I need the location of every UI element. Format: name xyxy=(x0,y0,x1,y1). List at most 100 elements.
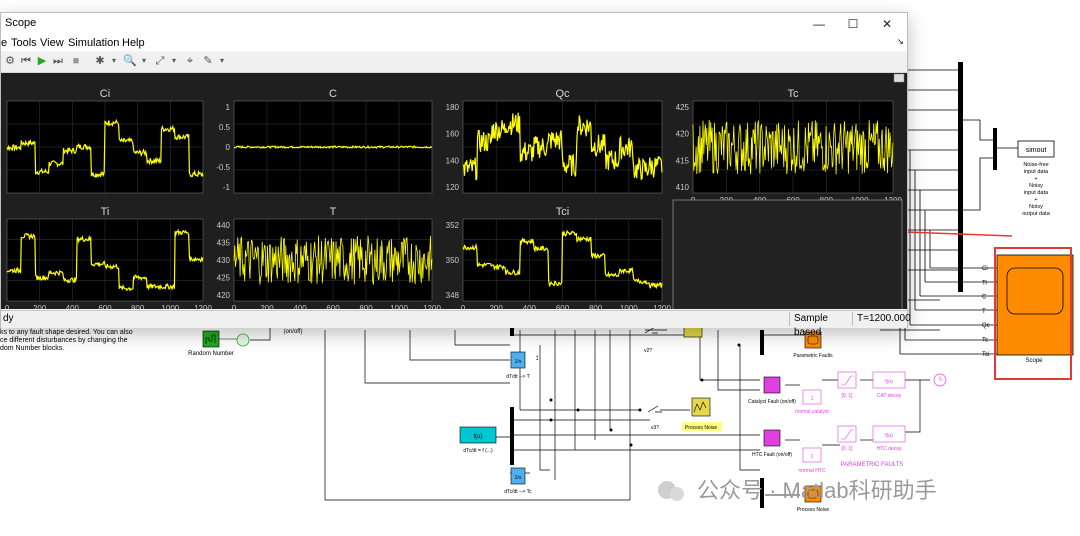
menu-file[interactable]: e xyxy=(1,37,8,49)
plot-empty-panel[interactable] xyxy=(672,199,903,319)
settings-icon[interactable]: ⚙ xyxy=(5,55,15,67)
edit-icon[interactable]: ✎ xyxy=(203,55,213,67)
maximize-button[interactable]: ☐ xyxy=(847,17,859,31)
mux-bar-main[interactable] xyxy=(958,62,963,292)
scope-window[interactable]: Scope — ☐ ✕ e Tools View Simulation Help… xyxy=(0,12,911,338)
scope-highlight xyxy=(994,247,1072,380)
noise-desc-line: input data xyxy=(1024,190,1049,196)
integrator-T[interactable] xyxy=(510,351,526,369)
scope-port-label: C xyxy=(982,295,987,301)
svg-text:v3?: v3? xyxy=(651,425,659,431)
switch-v3[interactable] xyxy=(647,405,662,413)
htc-decay-fu[interactable] xyxy=(872,425,906,443)
step-back-icon[interactable]: ⏮ xyxy=(21,55,31,67)
x-tick-label: 1200 xyxy=(423,304,441,309)
y-tick-label: 348 xyxy=(446,291,460,300)
svg-text:v2?: v2? xyxy=(644,348,652,354)
cat-decay-fu[interactable] xyxy=(872,371,906,389)
plot-title-tc: Tc xyxy=(788,88,800,100)
normal-htc-const[interactable] xyxy=(802,447,822,463)
y-tick-label: 425 xyxy=(217,274,231,283)
saturation-cat[interactable] xyxy=(837,371,857,389)
scope-block[interactable] xyxy=(996,254,1074,356)
close-button[interactable]: ✕ xyxy=(881,17,893,31)
htc-fault-label: HTC Fault (on/off) xyxy=(752,452,792,458)
window-title: Scope xyxy=(5,17,37,29)
cursor-measure-icon[interactable]: ⌖ xyxy=(186,55,194,67)
simout-block[interactable] xyxy=(1017,140,1055,158)
minimize-button[interactable]: — xyxy=(813,17,825,31)
svg-text:1/s: 1/s xyxy=(515,359,522,365)
y-tick-label: 160 xyxy=(446,130,460,139)
noise-desc-line: + xyxy=(1034,197,1037,203)
title-bar[interactable]: Scope — ☐ ✕ xyxy=(1,13,907,35)
noise-desc-line: Noise-free xyxy=(1023,162,1048,168)
x-tick-label: 1000 xyxy=(390,304,408,309)
menu-tools[interactable]: Tools xyxy=(11,37,37,49)
zoom-icon[interactable]: 🔍 xyxy=(123,55,137,67)
mux-bar-3[interactable] xyxy=(760,330,764,355)
run-icon[interactable]: ▶ xyxy=(37,55,47,67)
integrator-Tc[interactable] xyxy=(510,467,526,485)
process-noise-label: Process Noise xyxy=(685,425,717,431)
fu-block-cyan[interactable] xyxy=(459,426,497,444)
y-tick-label: 1 xyxy=(226,103,231,112)
menu-simulation[interactable]: Simulation xyxy=(68,37,120,49)
x-tick-label: 400 xyxy=(293,304,307,309)
scope-label: Scope xyxy=(1025,358,1043,364)
x-tick-label: 600 xyxy=(556,304,570,309)
expand-icon[interactable] xyxy=(893,73,905,83)
mux-bar-2[interactable] xyxy=(510,407,514,465)
plot-trace-qc xyxy=(462,112,663,181)
stop-icon[interactable]: ■ xyxy=(72,55,80,67)
saturation-htc[interactable] xyxy=(837,425,857,443)
plot-trace-t xyxy=(233,235,433,285)
menu-help[interactable]: Help xyxy=(122,37,145,49)
sum-block[interactable] xyxy=(236,333,250,347)
step-forward-icon[interactable]: ⏭ xyxy=(53,55,63,67)
chevron-down-icon[interactable]: ▾ xyxy=(111,56,116,65)
menu-view[interactable]: View xyxy=(40,37,64,49)
chevron-down-icon[interactable]: ▾ xyxy=(171,56,176,65)
y-tick-label: 420 xyxy=(676,130,690,139)
normal-catalyst-const[interactable] xyxy=(802,389,822,405)
x-tick-label: 0 xyxy=(232,304,237,309)
description-line: ks to any fault shape desired. You can a… xyxy=(0,329,133,336)
chevron-down-icon[interactable]: ▾ xyxy=(219,56,224,65)
svg-text:f(u): f(u) xyxy=(885,379,893,385)
htc-fault-switch[interactable] xyxy=(763,429,781,447)
undock-icon[interactable]: ↘ xyxy=(897,37,904,46)
scope-screen xyxy=(1006,267,1064,315)
parametric-faults-label: Parametric Faults xyxy=(793,353,833,359)
highlight-icon[interactable]: ✱ xyxy=(95,55,105,67)
status-bar: dy Sample based T=1200.000 xyxy=(1,310,911,338)
y-tick-label: 140 xyxy=(446,156,460,165)
y-tick-label: 425 xyxy=(676,103,690,112)
x-tick-label: 800 xyxy=(359,304,373,309)
plot-title-tci: Tci xyxy=(556,206,569,218)
mux-bar-simout[interactable] xyxy=(993,128,997,170)
y-tick-label: 420 xyxy=(217,291,231,300)
mux-bar-1[interactable] xyxy=(510,322,514,336)
y-tick-label: 180 xyxy=(446,103,460,112)
parametric-faults-title: PARAMETRIC FAULTS xyxy=(841,462,904,468)
catalyst-fault-label: Catalyst Fault (on/off) xyxy=(748,399,796,405)
autoscale-icon[interactable]: ⤢ xyxy=(155,55,165,67)
plot-trace-tc xyxy=(692,119,894,175)
process-noise-label-bg xyxy=(682,422,722,431)
chevron-down-icon[interactable]: ▾ xyxy=(141,56,146,65)
y-tick-label: 430 xyxy=(217,256,231,265)
plot-title-qc: Qc xyxy=(555,88,570,100)
description-line: ce different disturbances by changing th… xyxy=(0,337,128,344)
x-tick-label: 200 xyxy=(33,304,47,309)
x-tick-label: 0 xyxy=(461,304,466,309)
switch-v2[interactable] xyxy=(644,326,658,334)
mux-bar-4[interactable] xyxy=(760,478,764,508)
catalyst-fault-switch[interactable] xyxy=(763,376,781,394)
y-tick-label: 350 xyxy=(446,256,460,265)
random-number-block[interactable] xyxy=(202,330,220,348)
svg-text:f(u): f(u) xyxy=(885,433,893,439)
